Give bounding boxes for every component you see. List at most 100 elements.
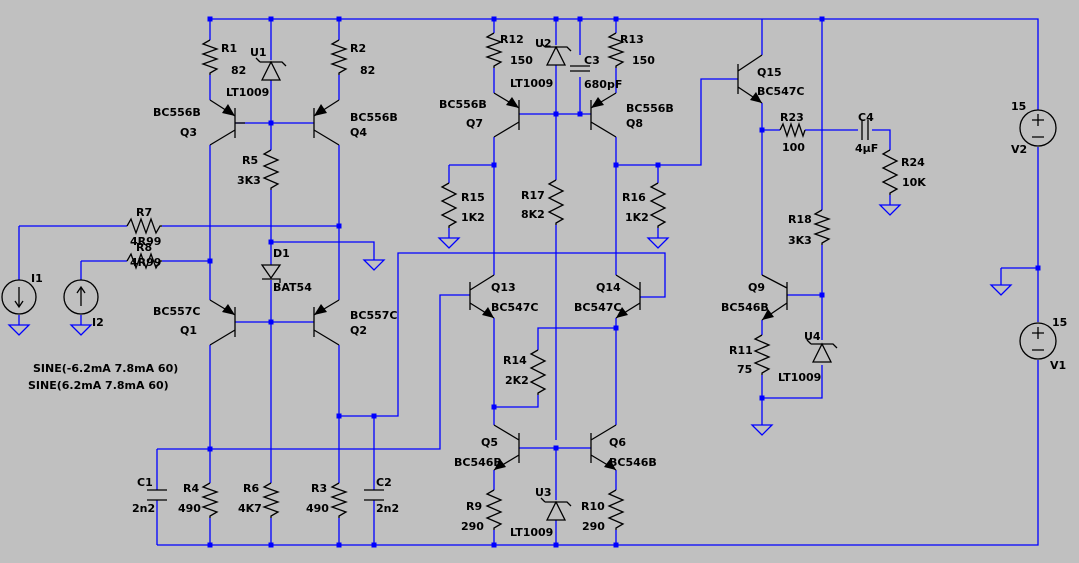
q3-model: BC556B [153,106,201,119]
junction-dot [371,542,377,548]
q6-model: BC546B [609,456,657,469]
r7-value: 4R99 [130,235,161,248]
q8-model: BC556B [626,102,674,115]
junction-dot [207,446,213,452]
r12-name: R12 [500,33,524,46]
junction-dot [613,16,619,22]
junction-dot [759,127,765,133]
junction-dot [491,16,497,22]
c3-name: C3 [584,54,600,67]
grounds [7,204,1013,436]
q1-name: Q1 [180,324,197,337]
d1-name: D1 [273,247,290,260]
d1-model: BAT54 [273,281,312,294]
q7-name: Q7 [466,117,483,130]
q15-name: Q15 [757,66,782,79]
junction-dot [759,395,765,401]
r5-value: 3K3 [237,174,261,187]
r18-value: 3K3 [788,234,812,247]
v2-value: 15 [1011,100,1026,113]
q2-model: BC557C [350,309,398,322]
r8-value: 4R99 [130,256,161,269]
i2-name: I2 [92,316,104,329]
r4-name: R4 [183,482,199,495]
r3-value: 490 [306,502,329,515]
junction-dot [553,542,559,548]
r6-value: 4K7 [238,502,262,515]
junction-dot [268,239,274,245]
i1-name: I1 [31,272,43,285]
q5-model: BC546B [454,456,502,469]
c4-name: C4 [858,111,874,124]
q1-model: BC557C [153,305,201,318]
r14-name: R14 [503,354,527,367]
reference-symbols [255,42,838,521]
r14-value: 2K2 [505,374,529,387]
r5-name: R5 [242,154,258,167]
junction-dot [371,413,377,419]
q4-name: Q4 [350,126,367,139]
junction-dot [268,319,274,325]
component-labels: R1 82 R2 82 R5 3K3 R4 490 R6 4K7 R3 490 … [28,33,1067,539]
junction-dot [268,120,274,126]
u1-model: LT1009 [226,86,269,99]
r2-name: R2 [350,42,366,55]
junction-dot [577,111,583,117]
u3-model: LT1009 [510,526,553,539]
junctions [207,16,1041,548]
q8-name: Q8 [626,117,643,130]
r17-name: R17 [521,189,545,202]
r11-name: R11 [729,344,753,357]
q15-model: BC547C [757,85,805,98]
junction-dot [553,111,559,117]
v1-value: 15 [1052,316,1067,329]
junction-dot [336,16,342,22]
r4-value: 490 [178,502,201,515]
q13-model: BC547C [491,301,539,314]
junction-dot [577,16,583,22]
capacitor-symbols [147,65,869,501]
junction-dot [819,292,825,298]
q13-name: Q13 [491,281,516,294]
q14-model: BC547C [574,301,622,314]
r23-value: 100 [782,141,805,154]
r1-value: 82 [231,64,246,77]
q14-name: Q14 [596,281,621,294]
r23-name: R23 [780,111,804,124]
source-symbols [1,109,1057,360]
q6-name: Q6 [609,436,626,449]
c3-value: 680pF [584,78,622,91]
r6-name: R6 [243,482,259,495]
c2-name: C2 [376,476,392,489]
u4-name: U4 [804,330,821,343]
junction-dot [268,542,274,548]
r2-value: 82 [360,64,375,77]
junction-dot [613,325,619,331]
q5-name: Q5 [481,436,498,449]
junction-dot [553,16,559,22]
r15-value: 1K2 [461,211,485,224]
transistor-symbols [209,54,788,471]
junction-dot [553,445,559,451]
c1-value: 2n2 [132,502,155,515]
junction-dot [336,413,342,419]
q2-name: Q2 [350,324,367,337]
c4-value: 4µF [855,142,878,155]
junction-dot [491,404,497,410]
junction-dot [207,258,213,264]
junction-dot [336,223,342,229]
r10-name: R10 [581,500,605,513]
r17-value: 8K2 [521,208,545,221]
junction-dot [655,162,661,168]
junction-dot [1035,265,1041,271]
r11-value: 75 [737,363,752,376]
v2-name: V2 [1011,143,1027,156]
r13-value: 150 [632,54,655,67]
q4-model: BC556B [350,111,398,124]
junction-dot [207,16,213,22]
junction-dot [207,542,213,548]
r13-name: R13 [620,33,644,46]
junction-dot [268,16,274,22]
c1-name: C1 [137,476,153,489]
u3-name: U3 [535,486,552,499]
